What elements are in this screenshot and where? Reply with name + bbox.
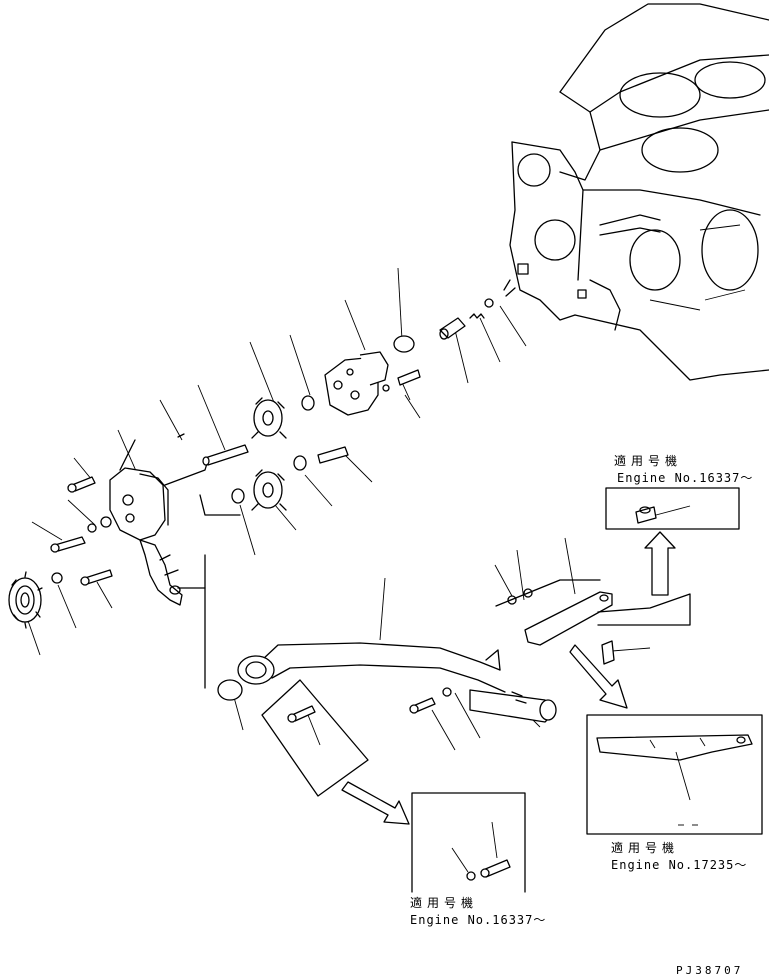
note-3-engine: Engine No.16337～ (410, 913, 546, 927)
strainer-bolts (287, 687, 452, 723)
oil-pump-strainer-bracket (139, 539, 183, 606)
pump-cover (324, 351, 389, 416)
detail-box-3 (411, 792, 526, 893)
suction-pipe (217, 642, 557, 723)
drawing-code: PJ38707 (676, 964, 743, 977)
leader-lines (25, 267, 651, 751)
oil-pump-body (109, 439, 241, 541)
note-2-title: 適用号機 (611, 840, 679, 855)
note-1: 適用号機 Engine No.16337～ (614, 453, 753, 485)
support-stay (507, 588, 615, 665)
note-2-engine: Engine No.17235～ (611, 858, 747, 872)
detail-arrows (341, 531, 676, 825)
detail-box-2 (586, 714, 763, 835)
pump-shafts (177, 433, 349, 466)
pump-bolts (50, 476, 113, 586)
relief-valve-parts (382, 279, 516, 392)
note-2: 適用号機 Engine No.17235～ (611, 840, 747, 872)
engine-block (509, 3, 769, 381)
detail-zone-lines (177, 554, 691, 797)
pump-drive-gear (8, 571, 43, 629)
note-1-engine: Engine No.16337～ (617, 471, 753, 485)
note-3-title: 適用号機 (410, 895, 478, 910)
note-1-title: 適用号機 (614, 453, 682, 468)
detail-box-1 (605, 487, 740, 530)
note-3: 適用号機 Engine No.16337～ (410, 895, 546, 927)
pump-rotors (231, 395, 315, 511)
